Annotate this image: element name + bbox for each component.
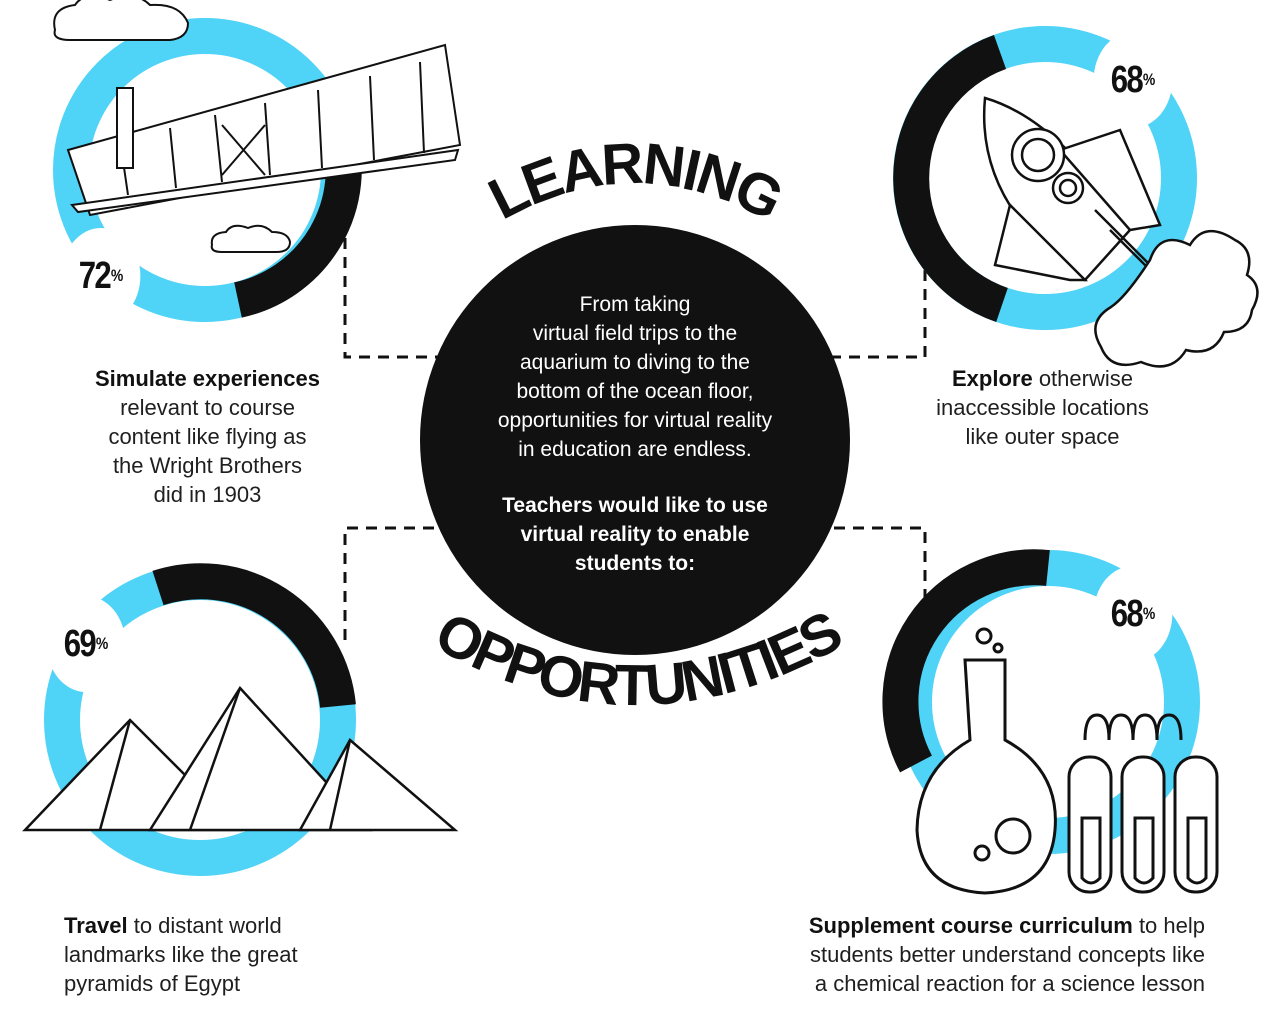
caption-bold: Travel: [64, 913, 128, 938]
center-intro: From taking virtual field trips to the a…: [460, 290, 810, 464]
caption-travel: Travel to distant world landmarks like t…: [64, 911, 384, 998]
caption-bold: Simulate experiences: [94, 366, 320, 391]
caption-line: students better understand concepts like: [809, 942, 1205, 967]
percent-value: 72: [78, 254, 112, 297]
intro-line: virtual field trips to the: [532, 322, 738, 345]
percent-badge-pyramids: 69%: [46, 596, 126, 692]
percent-sign: %: [110, 266, 124, 285]
percent-value: 69: [63, 622, 97, 665]
caption-line: landmarks like the great: [64, 942, 298, 967]
caption-bold: Supplement course curriculum: [808, 913, 1133, 938]
chemistry-flask-icon: [915, 627, 1219, 895]
percent-value: 68: [1110, 592, 1144, 635]
question-line: virtual reality to enable: [520, 523, 750, 546]
question-line: Teachers would like to use: [502, 494, 768, 517]
cloud-icon: [53, 0, 292, 253]
intro-line: in education are endless.: [518, 438, 752, 461]
dashed-connectors: [343, 238, 927, 640]
percent-sign: %: [1142, 70, 1156, 89]
caption-line: like outer space: [965, 424, 1120, 449]
ring-pyramids: [44, 563, 356, 876]
intro-line: bottom of the ocean floor,: [516, 380, 754, 403]
caption-line: relevant to course: [120, 395, 295, 420]
percent-badge-rocket: 68%: [1093, 32, 1173, 128]
caption-line: pyramids of Egypt: [64, 971, 241, 996]
caption-rest: otherwise: [1032, 366, 1133, 391]
airplane-icon: [66, 43, 462, 217]
intro-line: From taking: [579, 293, 691, 316]
caption-line: inaccessible locations: [936, 395, 1149, 420]
caption-line: the Wright Brothers: [112, 453, 303, 478]
question-line: students to:: [574, 552, 696, 575]
caption-simulate: Simulate experiences relevant to course …: [70, 364, 345, 509]
caption-supplement: Supplement course curriculum to help stu…: [705, 911, 1205, 998]
caption-explore: Explore otherwise inaccessible locations…: [905, 364, 1180, 451]
caption-rest: to help: [1132, 913, 1205, 938]
percent-sign: %: [95, 634, 109, 653]
caption-bold: Explore: [952, 366, 1033, 391]
caption-rest: to distant world: [127, 913, 282, 938]
percent-sign: %: [1142, 604, 1156, 623]
caption-line: content like flying as: [108, 424, 307, 449]
center-circle: [420, 225, 850, 655]
headline-learning: LEARNING: [479, 131, 791, 232]
intro-line: opportunities for virtual reality: [497, 409, 773, 432]
intro-line: aquarium to diving to the: [520, 351, 750, 374]
center-question: Teachers would like to use virtual reali…: [460, 491, 810, 578]
ring-rocket: [893, 26, 1197, 330]
percent-value: 68: [1110, 58, 1144, 101]
rocket-icon: [982, 96, 1259, 368]
pyramids-icon: [22, 685, 459, 832]
caption-line: a chemical reaction for a science lesson: [814, 971, 1205, 996]
percent-badge-flask: 68%: [1093, 566, 1173, 662]
caption-line: did in 1903: [153, 482, 262, 507]
percent-badge-airplane: 72%: [61, 228, 141, 324]
